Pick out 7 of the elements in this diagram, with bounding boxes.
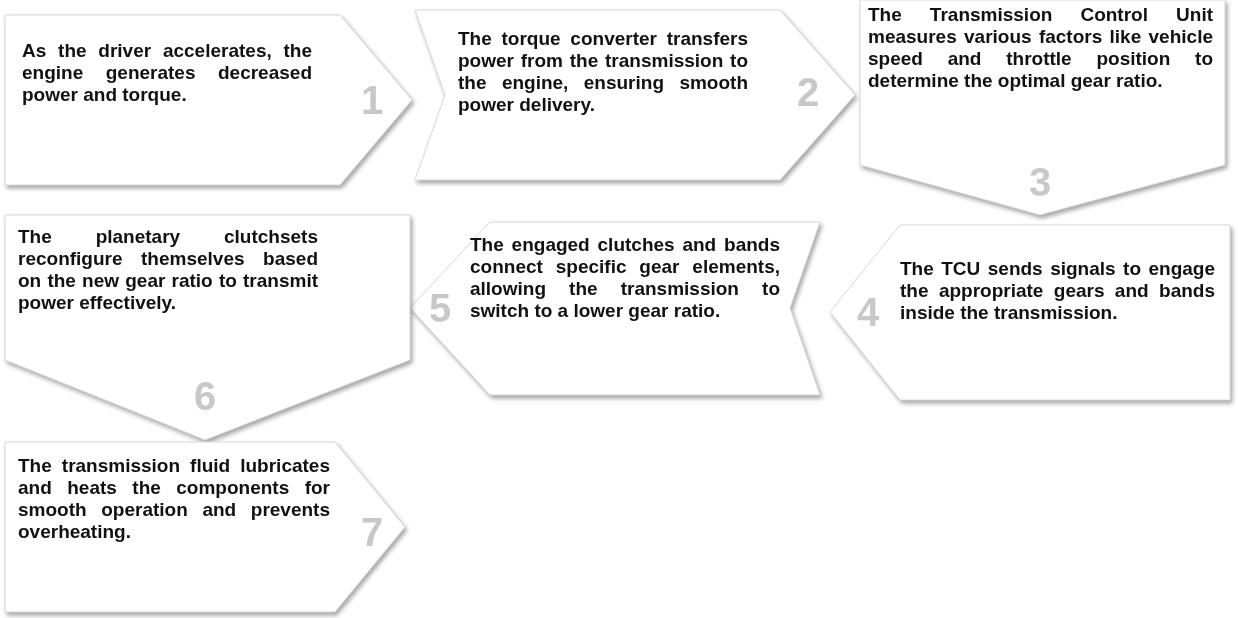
step-text: The torque converter transfers power from the transmission to the engine, ensuring smooth power delivery.	[458, 28, 748, 116]
step-text: The planetary clutchsets reconfigure themselves based on the new gear ratio to transmit power effectively.	[18, 226, 318, 314]
step-text: The engaged clutches and bands connect specific gear elements, allowing the transmission to switch to a lower gear ratio.	[470, 234, 780, 322]
step-text: As the driver accelerates, the engine generates decreased power and torque.	[22, 40, 312, 106]
step-text: The TCU sends signals to engage the appropriate gears and bands inside the transmission.	[900, 258, 1215, 324]
step-text: The Transmission Control Unit measures various factors like vehicle speed and throttle position to determine the optimal gear ratio.	[868, 4, 1213, 92]
step-text: The transmission fluid lubricates and heats the components for smooth operation and prevents overheating.	[18, 455, 330, 543]
